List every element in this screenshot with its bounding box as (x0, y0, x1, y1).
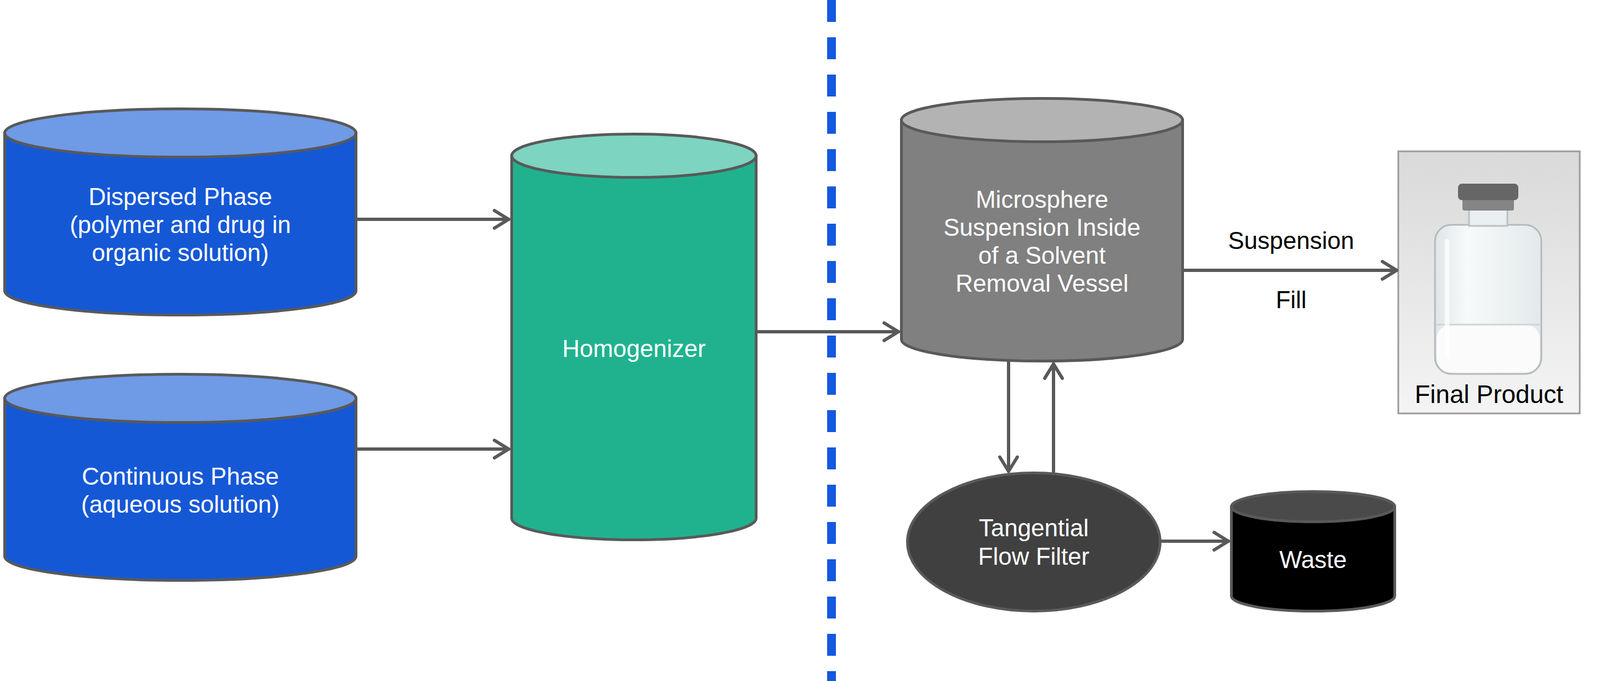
flow-arrow (357, 440, 509, 458)
arrow-shaft (1051, 363, 1056, 473)
tank-body (4, 398, 357, 581)
node-label: Waste (1279, 545, 1347, 574)
arrow-head (1214, 532, 1229, 550)
tangential-flow-filter: Tangential Flow Filter (906, 471, 1162, 613)
node-label: Final Product (1414, 379, 1564, 409)
arrow-head (884, 322, 899, 341)
flow-arrow (999, 361, 1018, 472)
arrow-shaft (1006, 361, 1011, 472)
node-label: Dispersed Phase (polymer and drug in org… (54, 182, 307, 267)
tank-top (511, 134, 757, 178)
arrow-shaft (357, 447, 509, 451)
arrow-head (1382, 261, 1397, 279)
node-text-area: Homogenizer (521, 155, 747, 542)
continuous-phase-tank: Continuous Phase (aqueous solution) (3, 372, 358, 582)
arrow-head (999, 457, 1018, 472)
flow-arrow (1161, 532, 1229, 550)
vial-photo (1398, 151, 1580, 414)
node-shape (906, 471, 1162, 613)
node-label: Tangential Flow Filter (951, 513, 1116, 570)
arrow-shaft (357, 217, 509, 221)
tank-top (4, 374, 357, 423)
node-label: Continuous Phase (aqueous solution) (54, 462, 307, 518)
tank-body (901, 120, 1183, 362)
node-label: Homogenizer (562, 334, 706, 363)
dispersed-phase-tank: Dispersed Phase (polymer and drug in org… (3, 107, 358, 317)
arrow-head (1044, 363, 1063, 379)
tank-top (901, 98, 1183, 142)
flow-arrow (757, 322, 899, 341)
node-text-area: Waste (1240, 506, 1386, 613)
arrow-shaft (1183, 268, 1397, 272)
flow-arrow (1044, 363, 1063, 473)
node-text-area: Tangential Flow Filter (906, 471, 1162, 613)
node-text-area: Final Product (1401, 379, 1577, 409)
node-label: Microsphere Suspension Inside of a Solve… (940, 185, 1144, 298)
tank-body (511, 155, 757, 540)
arrow-shaft (1161, 539, 1229, 543)
arrow-head (494, 210, 509, 229)
node-text-area: Dispersed Phase (polymer and drug in org… (14, 133, 347, 317)
edge-label: Suspension Fill (1228, 211, 1355, 330)
node-text-area: Continuous Phase (aqueous solution) (14, 398, 347, 583)
homogenizer-tank: Homogenizer (510, 132, 758, 542)
flow-arrow (1183, 261, 1397, 279)
solvent-removal-vessel: Microsphere Suspension Inside of a Solve… (900, 97, 1184, 363)
tank-body (4, 133, 357, 316)
tank-top (1231, 491, 1395, 522)
flow-arrow (357, 210, 509, 229)
filter-ellipse (907, 473, 1161, 612)
arrow-shaft (757, 329, 899, 334)
arrow-head (494, 440, 509, 458)
final-product-photo: Final Product (1398, 151, 1580, 414)
waste-tank: Waste (1230, 490, 1397, 613)
tank-top (4, 109, 357, 158)
phase-divider (827, 0, 836, 681)
node-text-area: Microsphere Suspension Inside of a Solve… (910, 120, 1174, 363)
